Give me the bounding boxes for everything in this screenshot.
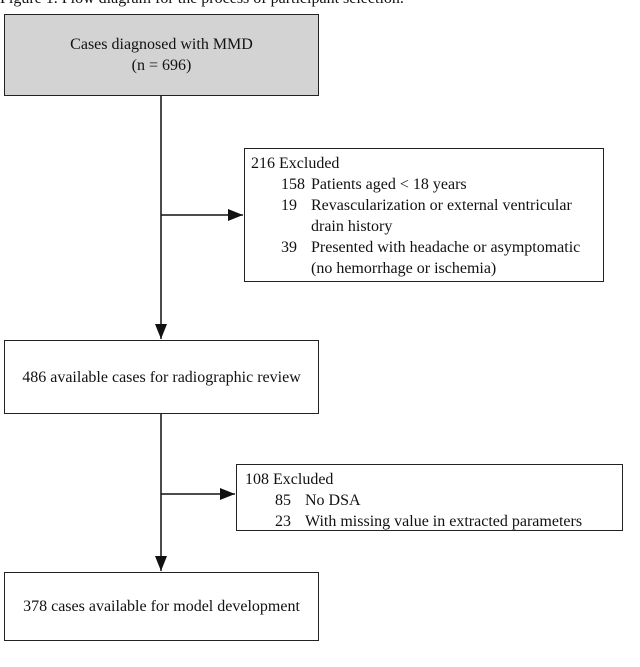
review-box: 486 available cases for radiographic rev… bbox=[4, 340, 319, 414]
exclusion1-box: 216 Excluded 158 Patients aged < 18 years… bbox=[244, 148, 604, 282]
exclusion1-item: 39 Presented with headache or asymptomati… bbox=[251, 237, 597, 279]
item-count: 158 bbox=[281, 176, 305, 193]
item-text: Presented with headache or asymptomatic … bbox=[311, 239, 581, 277]
exclusion1-title: 216 Excluded bbox=[251, 155, 340, 172]
exclusion2-item: 23 With missing value in extracted parame… bbox=[245, 511, 616, 532]
start-count: (n = 696) bbox=[131, 57, 192, 74]
exclusion1-item: 19 Revascularization or external ventricu… bbox=[251, 195, 597, 237]
exclusion2-item: 85 No DSA bbox=[245, 490, 616, 511]
item-text: Patients aged < 18 years bbox=[311, 176, 467, 193]
item-text: Revascularization or external ventricula… bbox=[311, 197, 572, 235]
item-count: 85 bbox=[275, 492, 291, 509]
exclusion2-box: 108 Excluded 85 No DSA 23 With missing val… bbox=[236, 464, 623, 531]
item-count: 19 bbox=[281, 197, 297, 214]
review-text: 486 available cases for radiographic rev… bbox=[22, 368, 301, 386]
final-text: 378 cases available for model developmen… bbox=[23, 598, 300, 615]
final-box: 378 cases available for model developmen… bbox=[4, 572, 319, 641]
exclusion2-title: 108 Excluded bbox=[245, 471, 334, 488]
item-count: 23 bbox=[275, 513, 291, 530]
start-box: Cases diagnosed with MMD (n = 696) bbox=[4, 14, 319, 96]
start-title: Cases diagnosed with MMD bbox=[70, 36, 253, 53]
item-text: No DSA bbox=[305, 492, 361, 509]
exclusion1-item: 158 Patients aged < 18 years bbox=[251, 174, 597, 195]
figure-caption: Figure 1. Flow diagram for the process o… bbox=[0, 0, 404, 8]
item-count: 39 bbox=[281, 239, 297, 256]
item-text: With missing value in extracted paramete… bbox=[305, 513, 583, 530]
